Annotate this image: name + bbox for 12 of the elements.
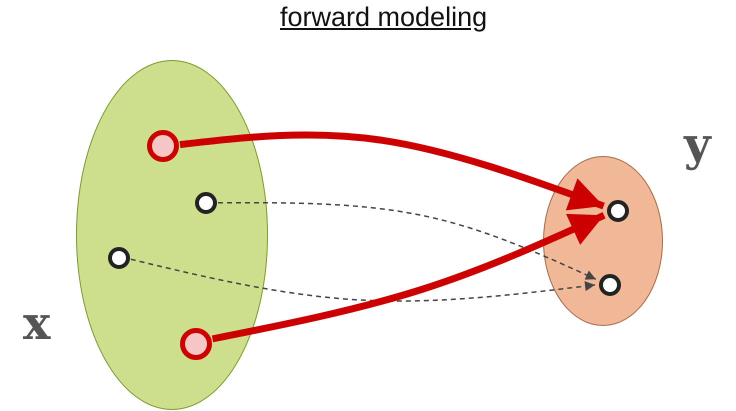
dashed-arrow xyxy=(130,258,596,302)
data-point xyxy=(195,192,217,214)
mapping-arrow xyxy=(180,132,605,210)
highlighted-point xyxy=(147,130,179,162)
mapping-arrow xyxy=(212,212,606,342)
data-point xyxy=(108,247,130,269)
set-label: x xyxy=(23,300,50,346)
title: forward modeling xyxy=(280,2,488,33)
data-point xyxy=(599,274,621,296)
data-point xyxy=(607,200,629,222)
dashed-arrow xyxy=(218,202,596,280)
highlighted-point xyxy=(180,328,212,360)
